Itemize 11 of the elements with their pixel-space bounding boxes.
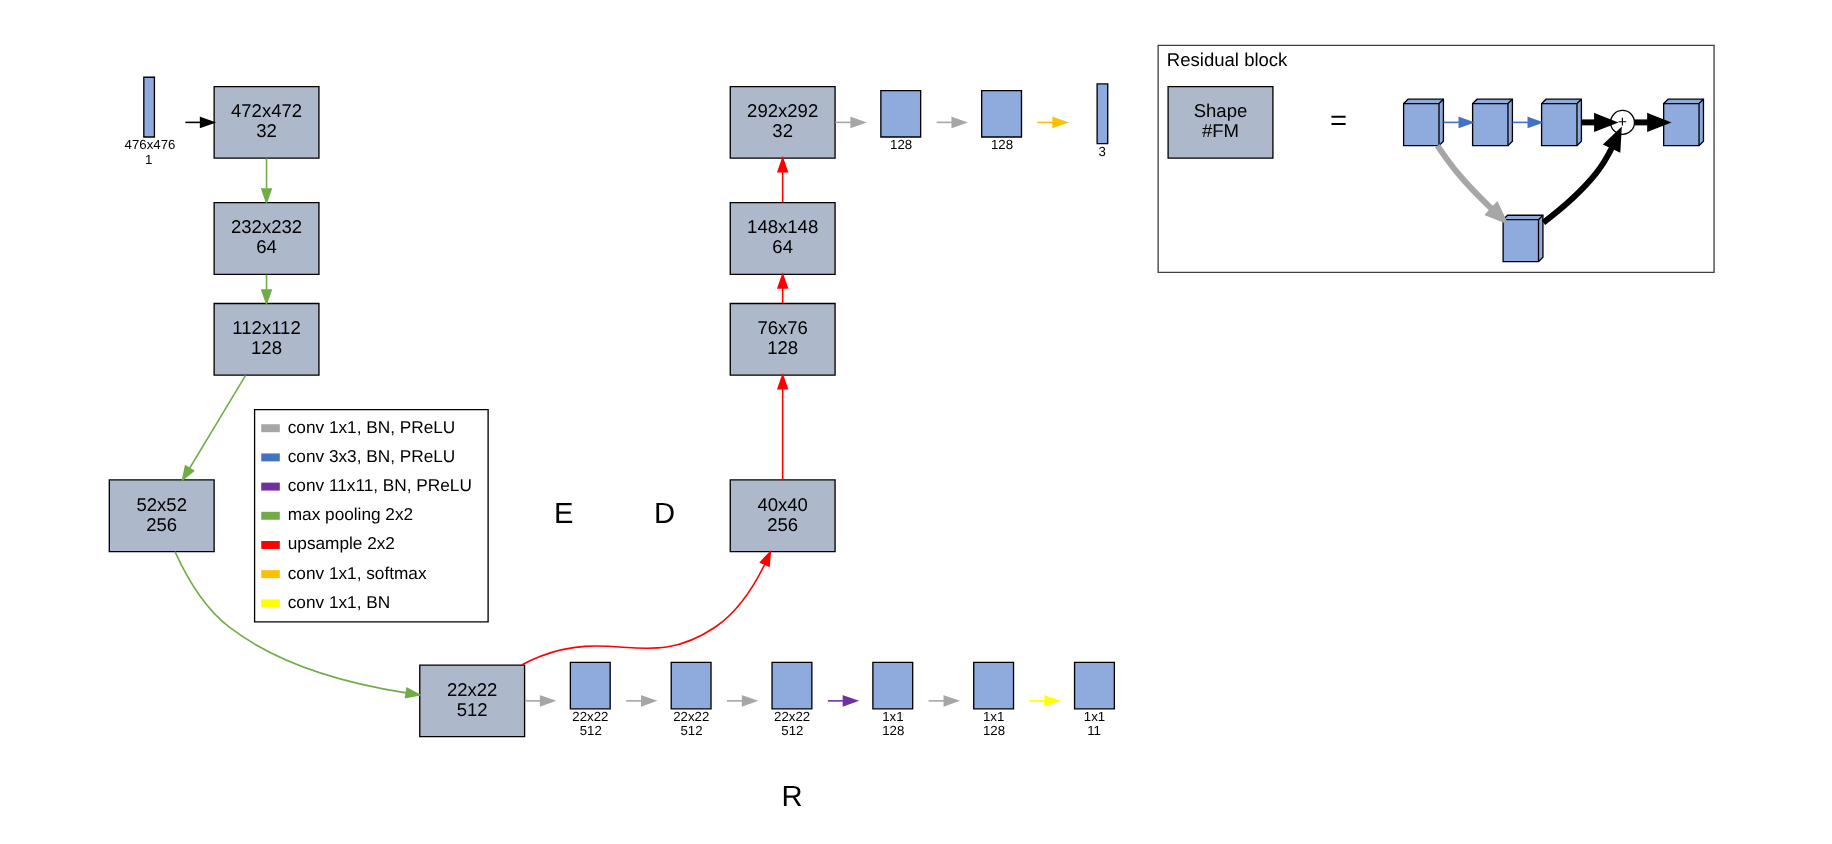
legend-label: conv 3x3, BN, PReLU	[286, 445, 455, 466]
legend-label: conv 1x1, softmax	[286, 562, 426, 583]
label: R	[780, 781, 802, 814]
legend-label: upsample 2x2	[286, 533, 394, 554]
legend-label: conv 1x1, BN	[286, 591, 390, 612]
label: E	[553, 499, 573, 532]
label: =	[1329, 105, 1347, 138]
label: D	[653, 499, 675, 532]
legend-label: max pooling 2x2	[286, 504, 413, 525]
legend-label: conv 1x1, BN, PReLU	[286, 416, 455, 437]
legend-label: conv 11x11, BN, PReLU	[286, 475, 471, 496]
